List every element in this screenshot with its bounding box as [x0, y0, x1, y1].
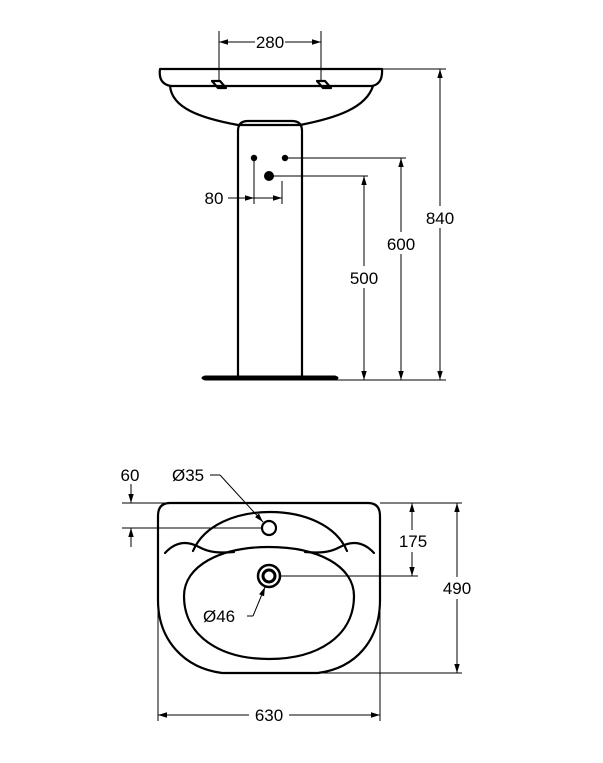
waste-outlet-inner-icon: [261, 568, 277, 584]
dim-label-600: 600: [387, 235, 415, 254]
dim-dia35: Ø35: [172, 466, 264, 523]
dim-label-dia46: Ø46: [203, 607, 235, 626]
dim-175: 175: [280, 503, 429, 577]
dim-label-175: 175: [399, 532, 427, 551]
dim-label-280: 280: [256, 33, 284, 52]
waste-outlet-outer-icon: [256, 563, 282, 589]
dim-label-500: 500: [350, 269, 378, 288]
basin-bowl: [168, 84, 375, 127]
left-ridge: [163, 541, 236, 555]
top-view: 60 Ø35 175 490 Ø46: [121, 466, 474, 725]
floor-base: [201, 375, 339, 381]
basin-rim: [158, 67, 384, 88]
right-ridge: [303, 541, 376, 555]
right-tap-icon: [315, 79, 333, 90]
left-tap-icon: [210, 79, 228, 90]
dim-280: 280: [218, 31, 322, 81]
dim-60: 60: [121, 466, 262, 547]
dim-label-490: 490: [443, 579, 471, 598]
dim-label-60: 60: [121, 466, 140, 485]
dim-840: 840: [335, 68, 455, 381]
dim-label-630: 630: [255, 706, 283, 725]
dim-500: 500: [269, 175, 380, 380]
tap-hole-icon: [260, 519, 278, 537]
dim-490: 490: [318, 502, 474, 674]
supply-hole-left-icon: [250, 154, 258, 162]
dim-80: 80: [205, 161, 283, 208]
tap-deck: [191, 510, 349, 553]
dim-630: 630: [157, 600, 381, 725]
dim-label-dia35: Ø35: [172, 466, 204, 485]
inner-bowl: [182, 545, 356, 661]
dim-dia46: Ø46: [203, 586, 266, 626]
pedestal: [236, 119, 304, 380]
dim-600: 600: [285, 157, 416, 380]
dim-label-840: 840: [426, 209, 454, 228]
dim-label-80: 80: [205, 189, 224, 208]
front-view: 280 80 500 600: [158, 31, 455, 381]
